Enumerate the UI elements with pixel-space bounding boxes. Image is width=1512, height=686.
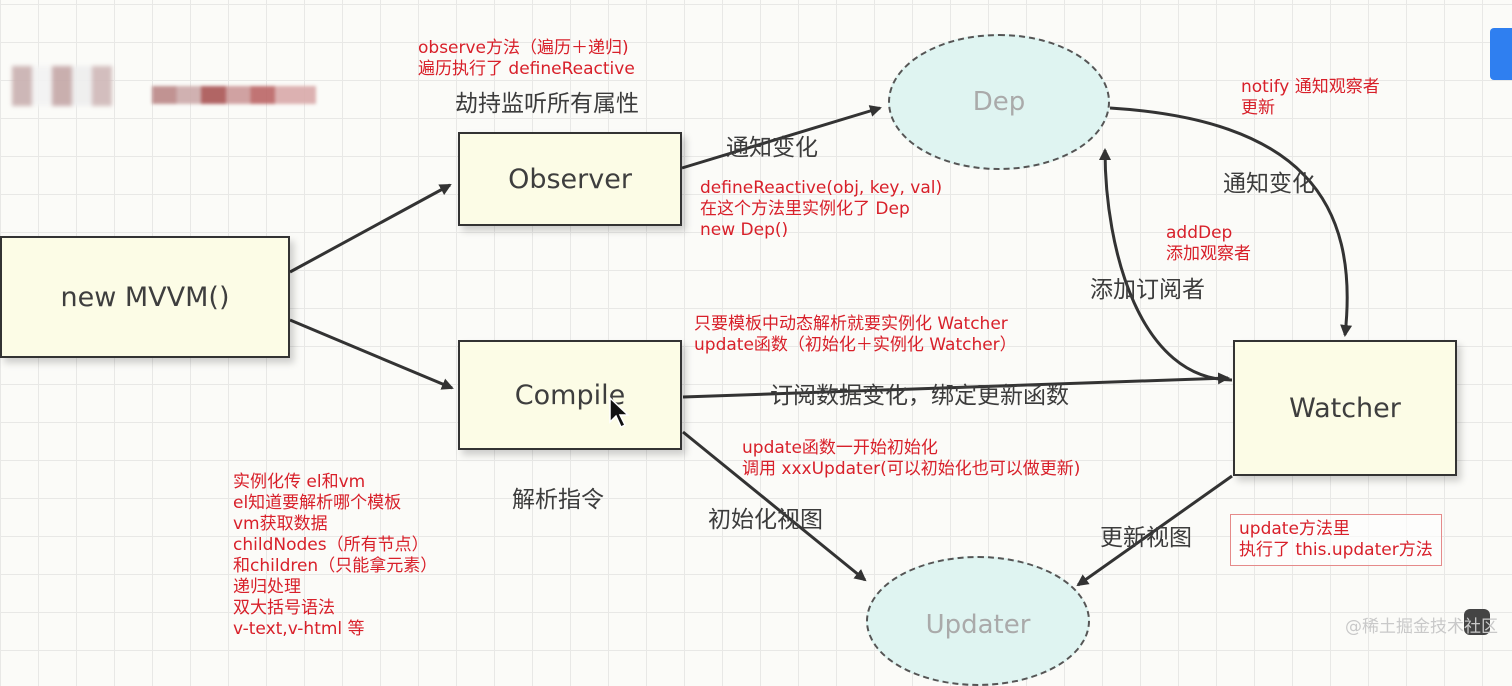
node-observer: Observer — [458, 132, 682, 226]
node-compile: Compile — [458, 340, 682, 450]
note-notify-line: 更新 — [1241, 98, 1275, 118]
note-add-dep-line: 添加观察者 — [1166, 244, 1251, 264]
note-define-reactive-line: defineReactive(obj, key, val) — [700, 178, 943, 198]
note-compile-detail-line: 递归处理 — [233, 577, 301, 597]
label-add-subscriber: 添加订阅者 — [1090, 277, 1205, 303]
note-define-reactive: defineReactive(obj, key, val) 在这个方法里实例化了… — [700, 178, 942, 241]
note-add-dep-line: addDep — [1166, 223, 1233, 243]
note-compile-detail-line: 实例化传 el和vm — [233, 472, 366, 492]
arrow-watcher-updater — [1076, 474, 1233, 587]
note-watcher-instance: 只要模板中动态解析就要实例化 Watcher update函数（初始化＋实例化 … — [694, 314, 1017, 356]
note-update-method-line: update方法里 — [1239, 519, 1350, 539]
note-update-method: update方法里 执行了 this.updater方法 — [1230, 514, 1442, 566]
blurred-logo — [12, 66, 112, 106]
arrow-observer-dep — [681, 105, 882, 170]
arrows-layer — [289, 105, 1353, 587]
note-compile-detail: 实例化传 el和vm el知道要解析哪个模板 vm获取数据 childNodes… — [233, 472, 437, 640]
arrow-compile-watcher — [682, 372, 1230, 399]
note-update-init-line: 调用 xxxUpdater(可以初始化也可以做更新) — [742, 459, 1081, 479]
note-update-init-line: update函数一开始初始化 — [742, 438, 938, 458]
note-compile-detail-line: el知道要解析哪个模板 — [233, 493, 402, 513]
label-update-view: 更新视图 — [1100, 525, 1192, 551]
mouse-cursor-icon — [609, 396, 630, 429]
note-observe-line: observe方法（遍历＋递归) — [418, 38, 629, 58]
note-notify-line: notify 通知观察者 — [1241, 77, 1380, 97]
label-notify-change-1: 通知变化 — [726, 135, 818, 161]
note-compile-detail-line: vm获取数据 — [233, 514, 328, 534]
label-init-view: 初始化视图 — [708, 507, 823, 533]
arrow-mvvm-compile — [289, 318, 454, 390]
blurred-title — [152, 86, 316, 104]
watermark: @稀土掘金技术社区 — [1345, 617, 1498, 637]
node-updater: Updater — [866, 556, 1090, 686]
node-dep: Dep — [888, 34, 1110, 170]
scrollbar-thumb[interactable] — [1490, 28, 1512, 80]
arrow-compile-updater — [682, 430, 867, 582]
node-new-mvvm: new MVVM() — [0, 236, 290, 358]
note-compile-detail-line: v-text,v-html 等 — [233, 619, 365, 639]
note-update-method-line: 执行了 this.updater方法 — [1239, 540, 1433, 560]
note-notify: notify 通知观察者 更新 — [1241, 77, 1380, 119]
note-watcher-instance-line: 只要模板中动态解析就要实例化 Watcher — [694, 314, 1008, 334]
corner-widget-icon — [1464, 609, 1490, 635]
note-observe: observe方法（遍历＋递归) 遍历执行了 defineReactive — [418, 38, 635, 80]
note-compile-detail-line: 和children（只能拿元素） — [233, 556, 438, 576]
note-add-dep: addDep 添加观察者 — [1166, 223, 1251, 265]
note-observe-line: 遍历执行了 defineReactive — [418, 59, 635, 79]
arrow-mvvm-observer — [289, 183, 452, 274]
label-notify-change-2: 通知变化 — [1223, 171, 1315, 197]
label-subscribe: 订阅数据变化，绑定更新函数 — [770, 383, 1069, 409]
note-update-init: update函数一开始初始化 调用 xxxUpdater(可以初始化也可以做更新… — [742, 438, 1080, 480]
label-hijack: 劫持监听所有属性 — [455, 91, 639, 117]
note-compile-detail-line: 双大括号语法 — [233, 598, 335, 618]
note-define-reactive-line: new Dep() — [700, 220, 789, 240]
note-watcher-instance-line: update函数（初始化＋实例化 Watcher） — [694, 335, 1017, 355]
node-updater-label: Updater — [925, 610, 1031, 640]
arrow-dep-watcher — [1109, 106, 1353, 337]
note-define-reactive-line: 在这个方法里实例化了 Dep — [700, 199, 910, 219]
node-watcher: Watcher — [1233, 340, 1457, 476]
label-parse-directive: 解析指令 — [512, 487, 604, 513]
note-compile-detail-line: childNodes（所有节点） — [233, 535, 429, 555]
arrow-watcher-dep — [1099, 148, 1233, 382]
